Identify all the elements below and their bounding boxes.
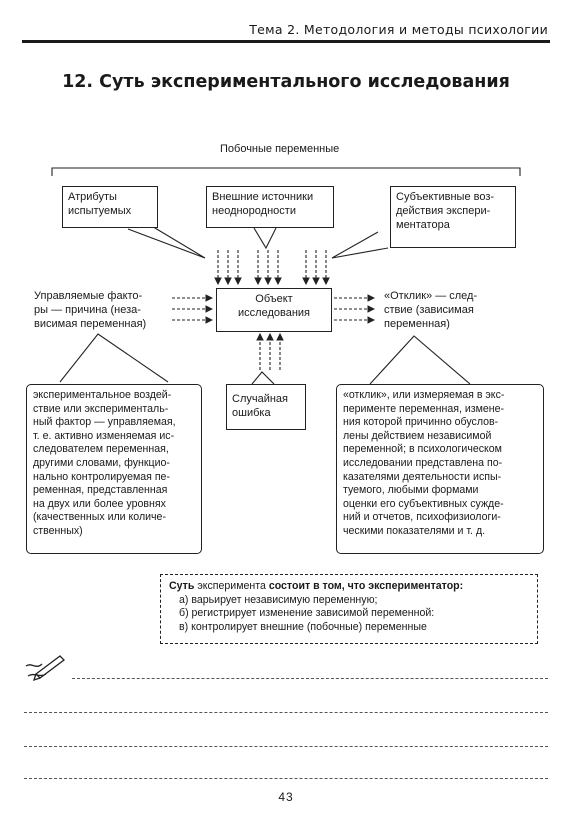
top-arrows bbox=[214, 250, 330, 286]
object-box: Объект исследования bbox=[216, 288, 332, 332]
attributes-box: Атрибуты испытуемых bbox=[62, 186, 158, 228]
notes-line[interactable] bbox=[24, 778, 548, 779]
page-number: 43 bbox=[278, 790, 294, 804]
dependent-variable-description: «отклик», или измеряемая в экс- перимент… bbox=[336, 384, 544, 554]
side-variables-bracket bbox=[51, 167, 521, 176]
subjective-effects-box: Субъективные воз- действия экспери- мент… bbox=[390, 186, 516, 248]
right-desc-callout bbox=[369, 335, 471, 385]
left-arrows bbox=[172, 294, 214, 324]
notes-line[interactable] bbox=[24, 746, 548, 747]
summary-heading: Суть эксперимента состоит в том, что экс… bbox=[169, 580, 464, 592]
page-title: 12. Суть экспериментального исследования bbox=[62, 72, 510, 92]
pen-writing-icon bbox=[25, 655, 65, 682]
left-desc-callout bbox=[59, 333, 169, 383]
bottom-arrows bbox=[256, 332, 284, 370]
right-arrows bbox=[334, 294, 376, 324]
summary-item: в) контролирует внешние (побочные) перем… bbox=[179, 620, 427, 633]
running-header: Тема 2. Методология и методы психологии bbox=[249, 22, 548, 37]
summary-item: а) варьирует независимую переменную; bbox=[179, 593, 378, 606]
external-callout bbox=[253, 227, 277, 250]
independent-variable-description: экспериментальное воздей- ствие или эксп… bbox=[26, 384, 202, 554]
experiment-summary-box: Суть эксперимента состоит в том, что экс… bbox=[160, 574, 538, 644]
attributes-callout bbox=[127, 224, 206, 259]
notes-line[interactable] bbox=[24, 712, 548, 713]
header-rule bbox=[22, 40, 550, 43]
side-variables-label: Побочные переменные bbox=[220, 143, 340, 155]
dependent-variable-label: «Отклик» — след- ствие (зависимая переме… bbox=[384, 290, 478, 330]
subjective-callout bbox=[331, 231, 389, 259]
notes-line[interactable] bbox=[72, 678, 548, 679]
random-error-box: Случайная ошибка bbox=[226, 384, 306, 430]
external-sources-box: Внешние источники неоднородности bbox=[206, 186, 334, 228]
summary-item: б) регистрирует изменение зависимой пере… bbox=[179, 607, 435, 619]
random-callout bbox=[251, 371, 275, 385]
independent-variable-label: Управляемые факто- ры — причина (неза- в… bbox=[34, 290, 147, 330]
